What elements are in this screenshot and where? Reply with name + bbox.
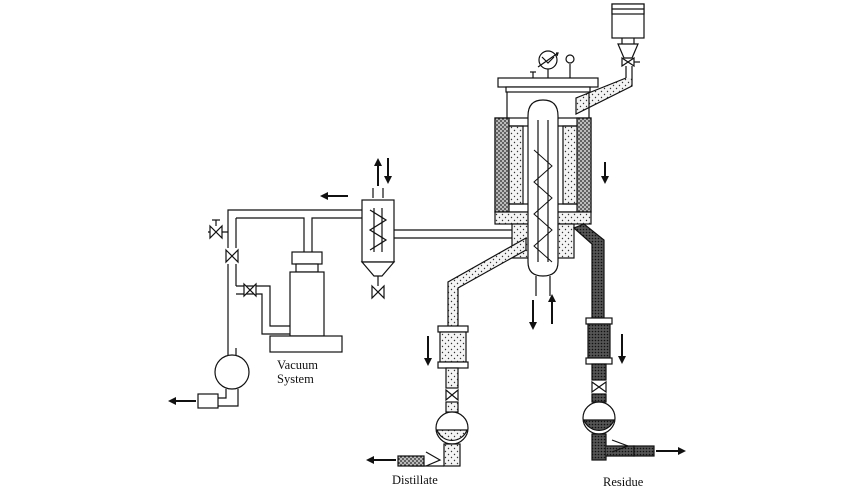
inner-condenser [527, 99, 559, 296]
flow-arrows [168, 158, 686, 464]
distillate-label: Distillate [392, 473, 438, 487]
residue-pipe [572, 223, 605, 319]
residue-label: Residue [603, 475, 644, 489]
vacuum-system-label: Vacuum System [277, 358, 318, 386]
backing-flask [197, 348, 250, 409]
residue-cooler [585, 317, 613, 403]
column-lid [497, 50, 599, 118]
distillate-cooler [437, 325, 469, 413]
distillate-pipe [447, 236, 527, 335]
vacuum-pump [269, 251, 343, 353]
residue-flask [582, 401, 655, 461]
vapor-line [394, 229, 512, 239]
feed-pipe [575, 77, 633, 115]
vacuum-manifold [208, 209, 362, 348]
distillate-flask [397, 411, 469, 467]
feed-motor [611, 3, 645, 78]
cold-trap [360, 188, 396, 300]
